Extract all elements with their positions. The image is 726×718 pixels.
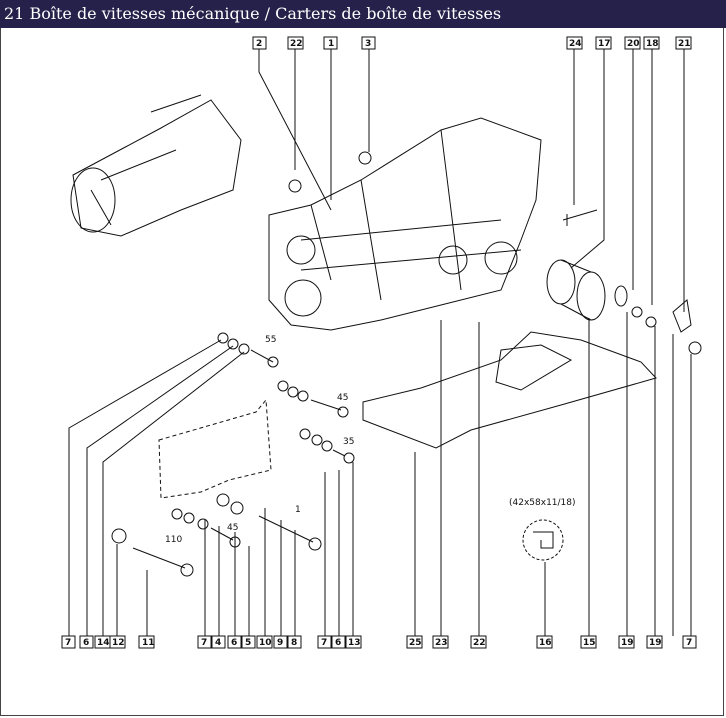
callout-label: 9 <box>277 638 283 648</box>
callout-label: 6 <box>83 638 89 648</box>
gearbox-overview-flange <box>70 167 116 233</box>
callout-label: 22 <box>290 39 303 49</box>
dimension-label: 1 <box>295 505 301 515</box>
gearbox-housing-drawing <box>268 117 542 331</box>
callout-label: 1 <box>328 39 334 49</box>
gearbox-overview-drawing <box>72 94 242 237</box>
dimension-label: 55 <box>265 335 276 345</box>
dimension-label: 45 <box>227 523 238 533</box>
callout-label: 2 <box>256 39 262 49</box>
callout-label: 7 <box>686 638 692 648</box>
page-title: 21 Boîte de vitesses mécanique / Carters… <box>4 4 502 23</box>
seal-spec-label: (42x58x11/18) <box>509 498 576 508</box>
callout-label: 4 <box>215 638 221 648</box>
callout-label: 23 <box>435 638 448 648</box>
callout-label: 6 <box>231 638 237 648</box>
exploded-view-diagram: 55 45 35 45 110 1 (42x58x11/18) 2 22 1 3… <box>61 36 702 649</box>
callout-label: 11 <box>142 638 155 648</box>
dimension-label: 110 <box>165 535 182 545</box>
callout-label: 15 <box>583 638 596 648</box>
callout-label: 7 <box>321 638 327 648</box>
callouts-top: 2 22 1 3 24 17 20 18 21 <box>252 36 692 50</box>
callout-label: 13 <box>348 638 361 648</box>
callout-label: 6 <box>335 638 341 648</box>
cover-plate-drawing <box>158 398 272 499</box>
callouts-bottom: 7 6 14 12 11 7 4 6 5 10 9 8 7 6 13 25 23… <box>61 635 697 649</box>
callout-label: 22 <box>473 638 486 648</box>
callout-label: 20 <box>627 39 640 49</box>
callout-label: 7 <box>65 638 71 648</box>
callout-label: 16 <box>539 638 552 648</box>
undershield-drawing <box>362 331 657 449</box>
dimension-label: 35 <box>343 437 354 447</box>
title-bar: 21 Boîte de vitesses mécanique / Carters… <box>0 0 726 28</box>
callout-label: 12 <box>112 638 125 648</box>
callout-label: 19 <box>621 638 634 648</box>
callout-label: 3 <box>365 39 371 49</box>
callout-label: 5 <box>245 638 251 648</box>
callout-label: 10 <box>259 638 272 648</box>
callout-label: 18 <box>646 39 659 49</box>
callout-label: 25 <box>409 638 422 648</box>
callout-label: 8 <box>291 638 297 648</box>
callout-label: 7 <box>201 638 207 648</box>
callout-label: 21 <box>678 39 691 49</box>
callout-label: 17 <box>598 39 611 49</box>
diagram-frame: 55 45 35 45 110 1 (42x58x11/18) 2 22 1 3… <box>0 28 724 716</box>
seal-detail-drawing <box>522 519 564 561</box>
callout-label: 14 <box>97 638 110 648</box>
bearing-drawing <box>546 259 576 305</box>
callout-label: 19 <box>649 638 662 648</box>
callout-label: 24 <box>569 39 582 49</box>
dimension-label: 45 <box>337 393 348 403</box>
